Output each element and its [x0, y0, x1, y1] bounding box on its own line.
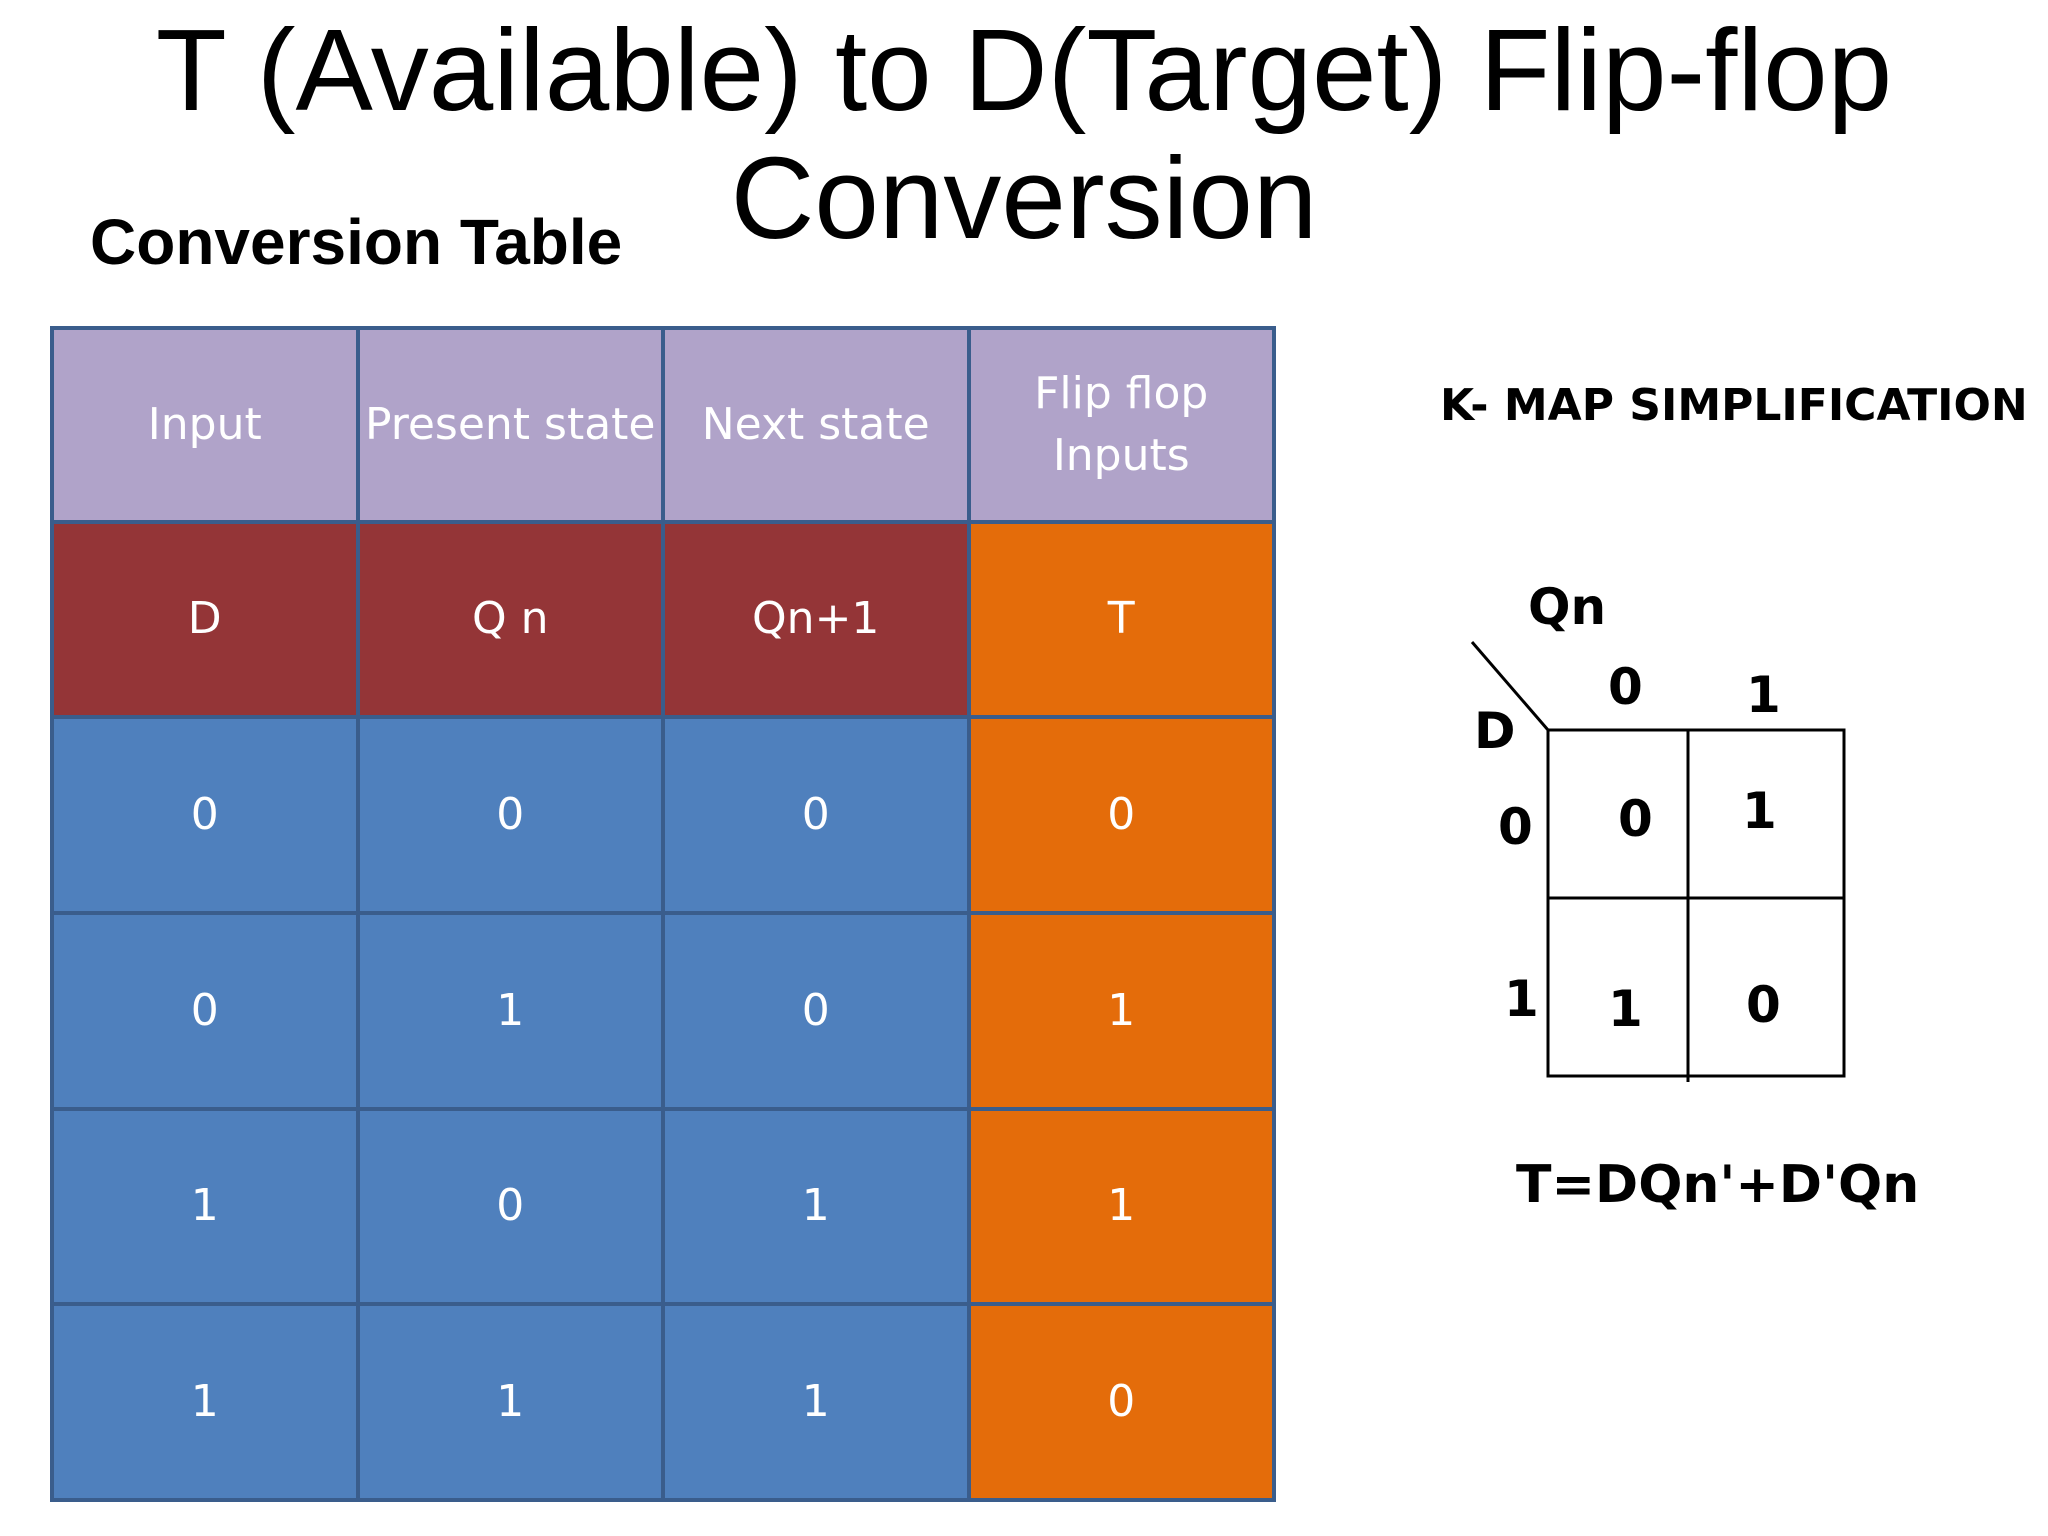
kmap-cell: 1 — [1742, 782, 1777, 840]
slide-title: T (Available) to D(Target) Flip-flop Con… — [0, 6, 2048, 262]
kmap-col-label: 1 — [1746, 666, 1781, 724]
kmap-equation: T=DQn'+D'Qn — [1516, 1155, 1920, 1215]
table-row: 1 1 1 0 — [50, 1302, 1276, 1502]
table-cell: 1 — [661, 1302, 971, 1502]
kmap-grid-lines — [1470, 641, 1846, 1082]
table-cell: 1 — [661, 1106, 971, 1307]
symbol-flip-flop-input: T — [966, 519, 1276, 720]
table-cell: 0 — [661, 715, 971, 915]
kmap-cell: 0 — [1618, 790, 1653, 848]
table-row: 1 0 1 1 — [50, 1106, 1276, 1307]
table-cell: 0 — [966, 715, 1276, 915]
kmap-cell: 0 — [1746, 976, 1781, 1034]
table-cell: 1 — [966, 1106, 1276, 1307]
table-row: 0 1 0 1 — [50, 910, 1276, 1111]
table-cell: 0 — [661, 910, 971, 1111]
conversion-table-heading: Conversion Table — [90, 206, 623, 278]
header-input: Input — [50, 326, 360, 524]
header-present-state: Present state — [355, 326, 665, 524]
table-cell: 1 — [355, 1302, 665, 1502]
symbol-next-state: Qn+1 — [661, 519, 971, 720]
header-next-state: Next state — [661, 326, 971, 524]
table-cell: 0 — [355, 715, 665, 915]
table-cell: 0 — [50, 715, 360, 915]
table-cell: 1 — [355, 910, 665, 1111]
header-flip-flop-inputs: Flip flop Inputs — [966, 326, 1276, 524]
table-header-row: Input Present state Next state Flip flop… — [50, 326, 1276, 524]
kmap-col-var: Qn — [1528, 578, 1607, 636]
slide-title-line-1: T (Available) to D(Target) Flip-flop — [155, 5, 1893, 135]
symbol-input: D — [50, 519, 360, 720]
symbol-present-state: Q n — [355, 519, 665, 720]
kmap-border — [1546, 728, 1846, 1078]
kmap-row-label: 0 — [1498, 798, 1533, 856]
table-cell: 0 — [355, 1106, 665, 1307]
table-cell: 1 — [50, 1106, 360, 1307]
karnaugh-map: Qn D 0 1 0 1 0 1 1 0 — [1460, 580, 1880, 1100]
kmap-col-label: 0 — [1608, 658, 1643, 716]
table-cell: 1 — [966, 910, 1276, 1111]
kmap-cell: 1 — [1608, 980, 1643, 1038]
conversion-table: Input Present state Next state Flip flop… — [50, 326, 1276, 1502]
table-row: 0 0 0 0 — [50, 715, 1276, 915]
table-cell: 0 — [50, 910, 360, 1111]
kmap-diagonal — [1470, 641, 1550, 731]
table-cell: 0 — [966, 1302, 1276, 1502]
slide-title-line-2: Conversion — [730, 133, 1318, 263]
kmap-row-var: D — [1474, 702, 1516, 760]
kmap-row-label: 1 — [1504, 970, 1539, 1028]
table-symbol-row: D Q n Qn+1 T — [50, 519, 1276, 720]
kmap-heading: K- MAP SIMPLIFICATION — [1440, 380, 2028, 431]
table-cell: 1 — [50, 1302, 360, 1502]
